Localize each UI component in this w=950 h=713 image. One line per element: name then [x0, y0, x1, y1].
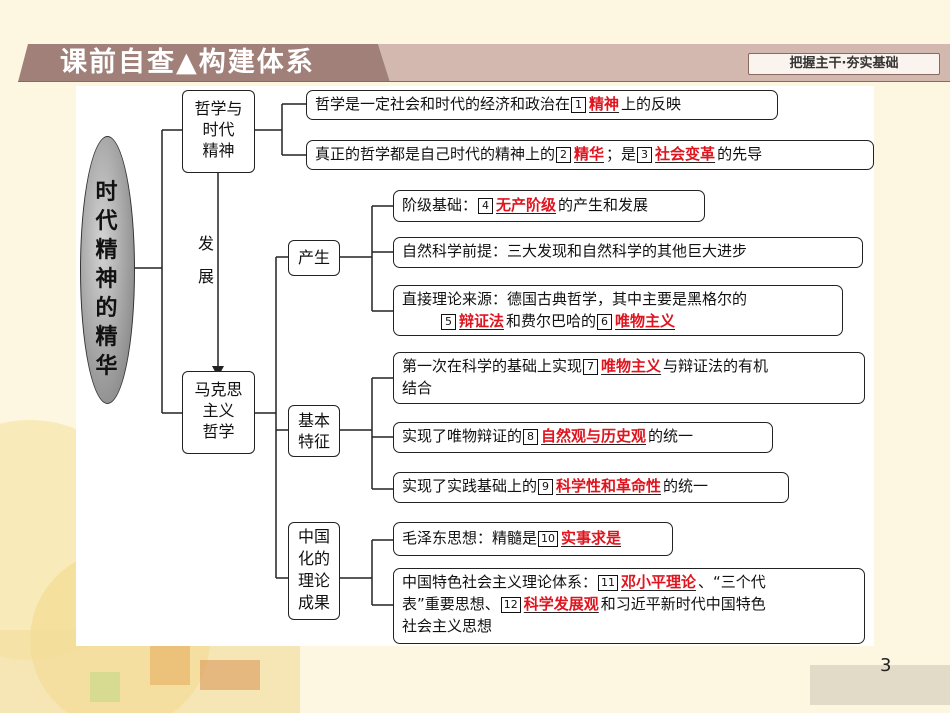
- item-text: 第一次在科学的基础上实现: [402, 357, 583, 375]
- answer-text: 科学发展观: [523, 595, 599, 613]
- item-text: 上的反映: [621, 95, 682, 113]
- item-text: 自然科学前提：三大发现和自然科学的其他巨大进步: [402, 242, 748, 260]
- item-text: 阶级基础：: [402, 196, 478, 214]
- node-line: 哲学: [202, 422, 235, 441]
- item-text: 的统一: [663, 477, 709, 495]
- blank-number: 9: [538, 479, 554, 495]
- node-line: 中国: [297, 527, 330, 546]
- answer-text: 无产阶级: [496, 196, 557, 214]
- node-line: 时代: [202, 120, 235, 139]
- page-number: 3: [880, 655, 892, 676]
- item-text: 结合: [402, 379, 433, 397]
- node-line: 理论: [297, 571, 330, 590]
- answer-text: 实事求是: [561, 529, 622, 547]
- root-label-text: 时代精神的精华: [95, 180, 118, 379]
- answer-text: 精神: [589, 95, 620, 113]
- section-title: 课前自查▲构建体系: [60, 47, 315, 78]
- section-tag: 把握主干·夯实基础: [748, 53, 940, 75]
- answer-text: 社会变革: [655, 145, 716, 163]
- item-4: 自然科学前提：三大发现和自然科学的其他巨大进步: [393, 237, 863, 268]
- root-ellipse: [80, 136, 135, 404]
- node-marxist-philosophy: 马克思 主义 哲学: [182, 371, 255, 454]
- blank-number: 12: [500, 597, 521, 613]
- blank-number: 4: [478, 198, 494, 214]
- blank-number: 10: [538, 531, 559, 547]
- item-text: 哲学是一定社会和时代的经济和政治在: [315, 95, 571, 113]
- item-text: 实现了实践基础上的: [402, 477, 538, 495]
- blank-number: 11: [598, 575, 619, 591]
- node-line: 产生: [297, 248, 330, 267]
- arrow-label-zhan: 展: [198, 267, 215, 286]
- item-text: 、“三个代: [698, 573, 766, 591]
- item-text: ；是: [606, 145, 637, 163]
- answer-text: 唯物主义: [615, 312, 676, 330]
- answer-text: 精华: [574, 145, 605, 163]
- arrow-label-fa: 发: [198, 234, 215, 253]
- blank-number: 1: [571, 97, 587, 113]
- node-line: 特征: [297, 432, 330, 451]
- item-text: 和费尔巴哈的: [506, 312, 597, 330]
- node-line: 基本: [297, 411, 330, 430]
- blank-number: 8: [523, 429, 539, 445]
- node-line: 主义: [202, 401, 235, 420]
- item-text: 与辩证法的有机: [663, 357, 769, 375]
- node-line: 成果: [297, 593, 330, 612]
- item-text: 社会主义思想: [402, 617, 493, 635]
- root-label: 时代精神的精华: [80, 178, 133, 381]
- blank-number: 2: [556, 147, 572, 163]
- node-line: 化的: [297, 549, 330, 568]
- blank-number: 6: [597, 314, 613, 330]
- blank-number: 5: [441, 314, 456, 330]
- item-text: 的先导: [717, 145, 763, 163]
- item-text: 的产生和发展: [558, 196, 649, 214]
- node-line: 马克思: [194, 380, 243, 399]
- answer-text: 邓小平理论: [621, 573, 697, 591]
- item-text: 中国特色社会主义理论体系：: [402, 573, 598, 591]
- node-line: 精神: [202, 141, 235, 160]
- answer-text: 唯物主义: [601, 357, 662, 375]
- item-text: 和习近平新时代中国特色: [600, 595, 766, 613]
- item-text: 真正的哲学都是自己时代的精神上的: [315, 145, 556, 163]
- blank-number: 3: [637, 147, 653, 163]
- answer-text: 自然观与历史观: [541, 427, 647, 445]
- node-basic-features: 基本 特征: [288, 405, 340, 457]
- node-sinicized-results: 中国 化的 理论 成果: [288, 522, 340, 620]
- item-text: 实现了唯物辩证的: [402, 427, 523, 445]
- answer-text: 辩证法: [459, 312, 505, 330]
- blank-number: 7: [583, 359, 599, 375]
- item-text: 的统一: [648, 427, 694, 445]
- item-text: 表”重要思想、: [402, 595, 500, 613]
- node-philosophy-and-era: 哲学与 时代 精神: [182, 90, 255, 173]
- item-text: 直接理论来源：德国古典哲学，其中主要是黑格尔的: [402, 290, 748, 308]
- node-line: 哲学与: [194, 99, 243, 118]
- node-origin: 产生: [288, 240, 340, 276]
- answer-text: 科学性和革命性: [556, 477, 662, 495]
- item-text: 毛泽东思想：精髓是: [402, 529, 538, 547]
